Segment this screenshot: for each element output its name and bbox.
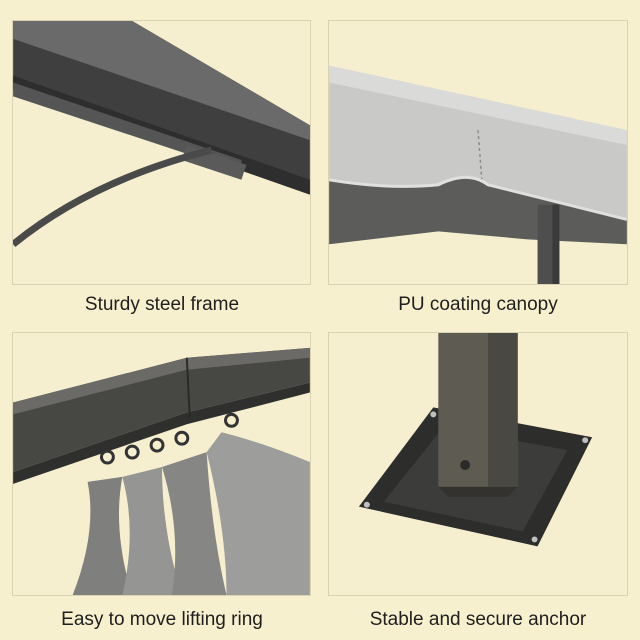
caption-canopy: PU coating canopy [398, 294, 558, 315]
lifting-ring-image [13, 333, 310, 595]
steel-frame-image [13, 21, 310, 284]
anchor-image [329, 333, 627, 595]
photo-lifting-ring [12, 332, 311, 596]
photo-anchor [328, 332, 628, 596]
photo-canopy [328, 20, 628, 285]
caption-anchor: Stable and secure anchor [369, 609, 587, 630]
photo-steel-frame [12, 20, 311, 285]
canopy-image [329, 21, 627, 284]
caption-steel-frame: Sturdy steel frame [84, 294, 240, 315]
caption-lifting-ring: Easy to move lifting ring [61, 609, 263, 630]
